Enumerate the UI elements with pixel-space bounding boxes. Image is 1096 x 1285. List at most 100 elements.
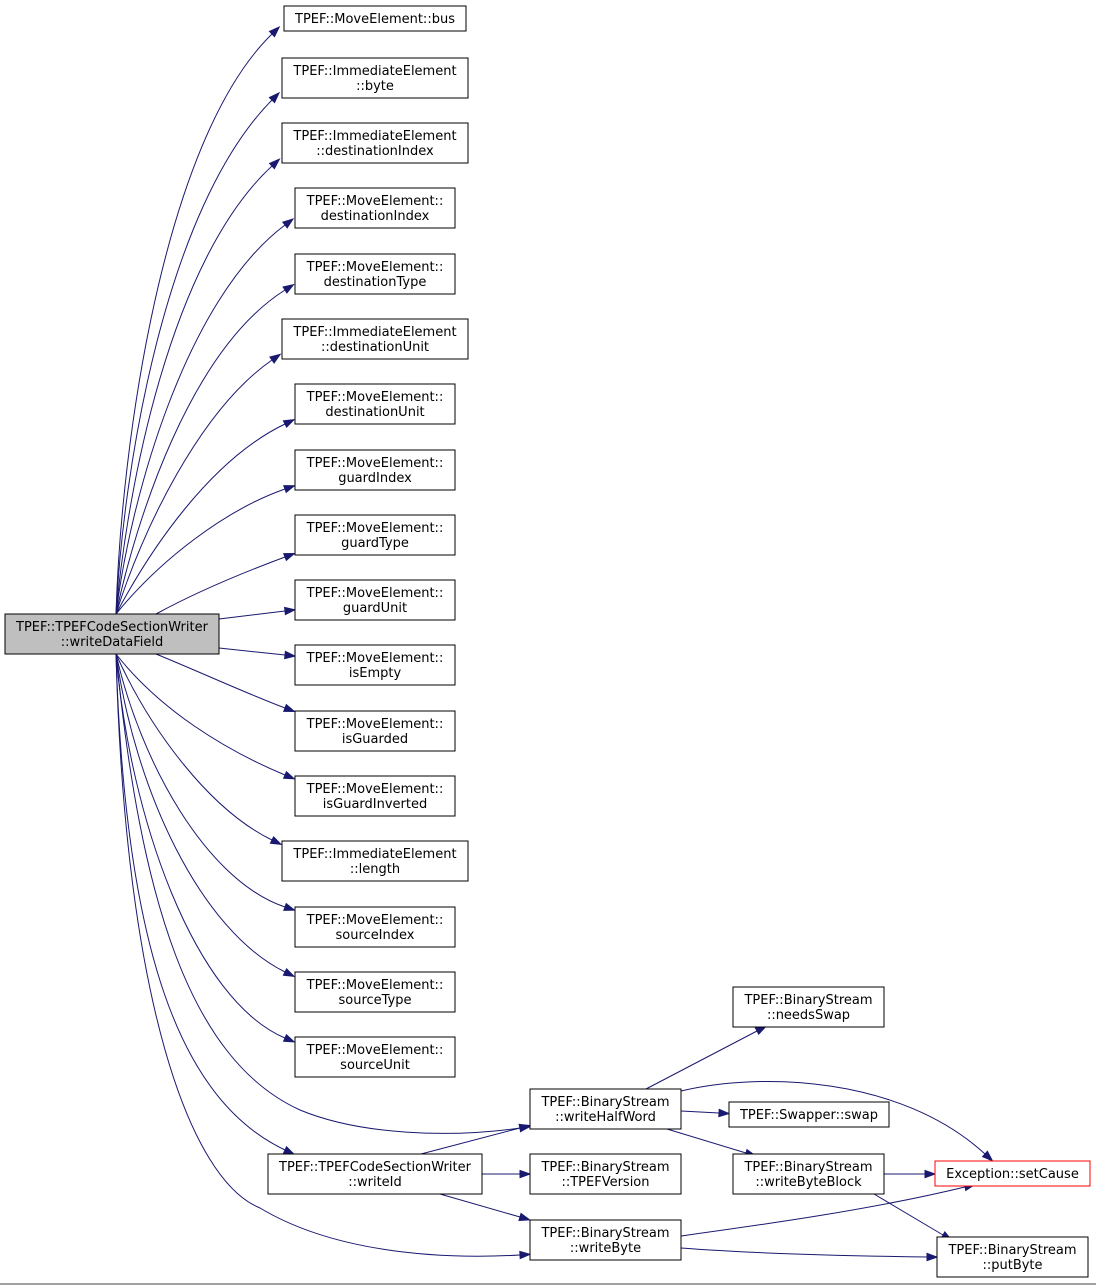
node-label-line: ::writeId [348,1175,402,1190]
edge-bs_writeHalfWord-to-bs_needsSwap [645,1025,768,1090]
edge-line [680,1110,720,1114]
edge-line [115,224,286,615]
node-label-line: TPEF::BinaryStream [743,993,872,1008]
edge-root-to-ie_destUnit [115,353,282,615]
node-label-line: TPEF::BinaryStream [540,1160,669,1175]
edge-bs_writeHalfWord-to-ex_setCause [680,1080,994,1162]
node-ex-setCause[interactable]: Exception::setCause [934,1160,1091,1187]
node-label-line: ::TPEFVersion [561,1175,649,1190]
edge-arrowhead [519,1250,532,1260]
node-cw-writeId[interactable]: TPEF::TPEFCodeSectionWriter::writeId [267,1153,483,1195]
edge-cw_writeId-to-bs_writeHalfWord [420,1123,532,1155]
edge-root-to-ie_destIndex [115,158,281,615]
node-me-isGuarded[interactable]: TPEF::MoveElement::isGuarded [294,710,456,752]
edge-arrowhead [282,1145,296,1155]
edge-arrowhead [282,703,296,713]
node-me-guardUnit[interactable]: TPEF::MoveElement::guardUnit [294,579,456,621]
node-ie-length[interactable]: TPEF::ImmediateElement::length [281,840,469,882]
node-me-sourceUnit[interactable]: TPEF::MoveElement::sourceUnit [294,1036,456,1078]
node-root[interactable]: TPEF::TPEFCodeSectionWriter::writeDataFi… [4,613,220,655]
edge-arrowhead [282,967,296,978]
node-bs-writeByteBlock[interactable]: TPEF::BinaryStream::writeByteBlock [732,1153,885,1195]
edge-line [873,1193,944,1236]
node-bs-writeHalfWord[interactable]: TPEF::BinaryStream::writeHalfWord [529,1088,682,1130]
node-me-sourceIndex[interactable]: TPEF::MoveElement::sourceIndex [294,906,456,948]
edges-layer [115,25,994,1262]
edge-line [420,1127,521,1155]
node-box [294,187,456,229]
node-sw-swap[interactable]: TPEF::Swapper::swap [728,1101,890,1128]
node-me-sourceType[interactable]: TPEF::MoveElement::sourceType [294,971,456,1013]
node-label-line: destinationType [324,275,427,290]
edge-line [115,653,521,1257]
node-label-line: ::writeByteBlock [755,1175,862,1190]
edge-root-to-bs_writeByte [115,653,532,1260]
edge-root-to-me_destUnit [115,419,296,615]
edge-root-to-me_sourceType [115,653,296,978]
edge-root-to-bus [115,25,281,615]
node-bs-needsSwap[interactable]: TPEF::BinaryStream::needsSwap [732,986,885,1028]
node-box [281,318,469,360]
node-me-guardIndex[interactable]: TPEF::MoveElement::guardIndex [294,449,456,491]
node-label-line: TPEF::BinaryStream [540,1095,669,1110]
node-ie-byte[interactable]: TPEF::ImmediateElement::byte [281,57,469,99]
node-bs-putByte[interactable]: TPEF::BinaryStream::putByte [936,1236,1089,1278]
node-box [294,971,456,1013]
edge-line [155,653,286,709]
node-label-line: TPEF::MoveElement:: [306,260,444,275]
node-me-destIndex[interactable]: TPEF::MoveElement::destinationIndex [294,187,456,229]
node-box [728,1101,890,1128]
edge-root-to-me_guardIndex [115,485,296,615]
edge-arrowhead [926,1252,939,1262]
node-box [294,644,456,686]
node-label-line: ::needsSwap [767,1008,850,1023]
edge-line [115,359,273,615]
bottom-border [0,1283,1096,1285]
node-label-line: TPEF::Swapper::swap [739,1108,878,1123]
node-me-isEmpty[interactable]: TPEF::MoveElement::isEmpty [294,644,456,686]
node-me-destType[interactable]: TPEF::MoveElement::destinationType [294,253,456,295]
node-label-line: Exception::setCause [946,1167,1079,1182]
node-label-line: isEmpty [349,666,402,681]
node-box [529,1088,682,1130]
edge-arrowhead [281,218,295,229]
node-box [294,775,456,817]
node-box [529,1219,682,1261]
node-box [294,579,456,621]
node-bs-TPEFVersion[interactable]: TPEF::BinaryStream::TPEFVersion [529,1153,682,1195]
node-me-destUnit[interactable]: TPEF::MoveElement::destinationUnit [294,383,456,425]
edge-root-to-cw_writeId [115,653,296,1155]
edge-line [439,1193,521,1218]
edge-line [115,488,286,615]
edge-arrowhead [282,1033,296,1043]
node-label-line: guardType [341,536,409,551]
node-label-line: TPEF::ImmediateElement [292,325,456,340]
node-ie-destIndex[interactable]: TPEF::ImmediateElement::destinationIndex [281,122,469,164]
edge-bs_writeByte-to-bs_putByte [680,1247,939,1262]
node-me-guardType[interactable]: TPEF::MoveElement::guardType [294,514,456,556]
node-label-line: ::destinationIndex [316,144,434,159]
edge-arrowhead [284,606,297,616]
edge-line [680,1186,966,1237]
node-box [294,449,456,491]
node-label-line: ::length [350,862,400,877]
edge-root-to-me_sourceUnit [115,653,296,1043]
node-label-line: TPEF::TPEFCodeSectionWriter [278,1160,472,1175]
edge-arrowhead [268,25,281,38]
edge-cw_writeId-to-bs_writeByte [439,1193,532,1222]
edge-line [115,165,273,615]
node-ie-destUnit[interactable]: TPEF::ImmediateElement::destinationUnit [281,318,469,360]
node-bs-writeByte[interactable]: TPEF::BinaryStream::writeByte [529,1219,682,1261]
edge-cw_writeId-to-bs_TPEFVersion [482,1169,532,1179]
node-label-line: TPEF::ImmediateElement [292,64,456,79]
node-box [281,57,469,99]
node-label-line: TPEF::MoveElement:: [306,194,444,209]
node-label-line: TPEF::MoveElement:: [306,390,444,405]
node-me-isGuardInverted[interactable]: TPEF::MoveElement::isGuardInverted [294,775,456,817]
node-box [283,5,467,32]
node-label-line: ::putByte [982,1258,1042,1273]
edge-bs_writeByteBlock-to-ex_setCause [884,1169,937,1179]
node-bus[interactable]: TPEF::MoveElement::bus [283,5,467,32]
edge-line [155,556,286,615]
